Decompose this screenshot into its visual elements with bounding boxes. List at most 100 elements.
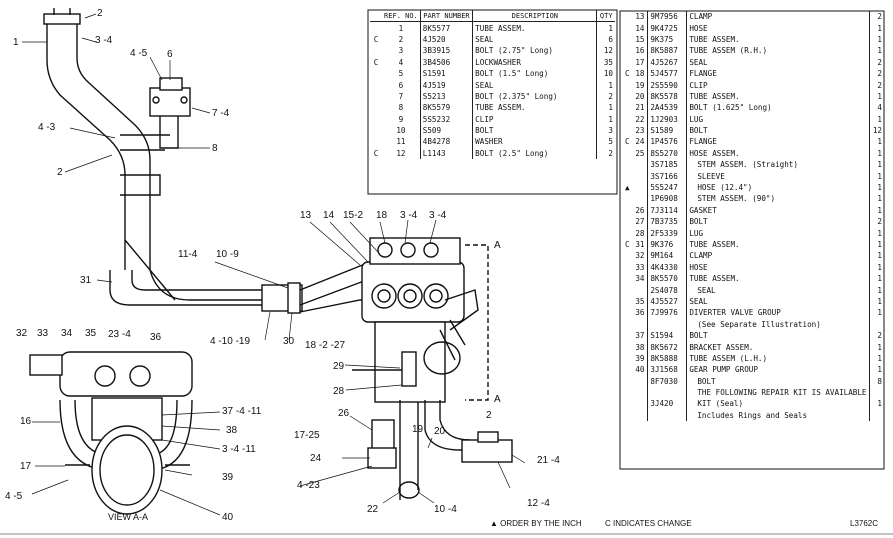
quantity: 2 [608,148,613,158]
table-row: (See Separate Illustration) [622,318,884,330]
part-description: STEM ASSEM. (Straight) [686,159,870,171]
part-description: FLANGE [686,67,870,80]
callout-label: 18 -2 -27 [305,340,346,351]
part-description: KIT (Seal) [686,398,870,410]
ref-number: 38 [632,341,649,353]
quantity: 2 [877,69,882,79]
callout-label: 22 [367,504,379,515]
change-marker [622,11,632,22]
ref-number: 27 [632,216,649,228]
callout-label: 7 -4 [212,108,230,119]
change-marker [370,22,382,34]
part-description: TUBE ASSEM (L.H.) [686,352,870,365]
callout-label: 34 [61,328,73,339]
ref-number: 10 [382,124,421,137]
part-description: BOLT [686,124,870,137]
tube-assembly-1 [43,8,161,270]
quantity: 1 [877,342,882,352]
ref-number: 6 [382,79,421,91]
change-indicator-note: C INDICATES CHANGE [605,519,692,528]
callout-label: 38 [226,425,238,436]
ref-number: 8 [382,102,421,114]
ref-number: 5 [382,67,421,80]
part-number: 9K375 [647,33,688,46]
part-number: 9K4725 [647,22,688,34]
quantity: 1 [877,365,882,375]
change-marker [622,193,632,204]
ref-number: 40 [632,364,649,376]
part-number: 1P6908 [647,193,688,205]
callout-label: 3 -4 [400,210,418,221]
part-description: TUBE ASSEM. [472,102,598,114]
ref-number: 21 [632,102,649,114]
callout-label: 12 -4 [527,498,550,509]
callout-label: 8 [212,143,218,154]
change-marker [622,387,632,398]
change-marker [622,262,632,273]
part-description: GEAR PUMP GROUP [686,364,870,376]
part-number: 4K4330 [647,261,688,273]
callout-label: 32 [16,328,28,339]
part-description: HOSE (12.4") [686,181,870,194]
change-marker [622,216,632,227]
callout-label: 40 [222,512,234,523]
ref-number: 18 [632,67,649,80]
change-marker [622,79,632,90]
change-marker [622,284,632,295]
quantity: 1 [608,103,613,113]
view-a-a-label: VIEW A-A [108,512,149,522]
ref-number: 2 [382,33,421,46]
callout-label: 3 -4 -11 [222,444,256,455]
change-marker: C [624,137,630,147]
part-description: LOCKWASHER [472,56,598,68]
change-marker [622,170,632,181]
part-number: 3J420 [647,398,688,410]
ref-number: 32 [632,250,649,262]
quantity: 35 [603,57,613,67]
quantity: 1 [877,148,882,158]
quantity: 2 [877,217,882,227]
change-marker: C [624,69,630,79]
part-description: FLANGE [686,136,870,148]
part-number: 5J4577 [647,67,688,80]
part-number: 4J5267 [647,56,688,68]
ref-number: 9 [382,113,421,125]
part-number: 5S5247 [647,181,688,194]
quantity: 5 [608,137,613,147]
callout-label: 3 -4 [95,35,113,46]
part-number [647,409,688,422]
quantity: 6 [608,34,613,44]
quantity: 2 [877,57,882,67]
ref-number: 24 [632,136,649,148]
ref-number: 33 [632,261,649,273]
change-marker [622,125,632,136]
change-marker [622,376,632,387]
ref-number: 16 [632,45,649,57]
part-number: 3B4506 [420,56,474,68]
part-number: 2S5590 [647,79,688,91]
part-description: THE FOLLOWING REPAIR KIT IS AVAILABLE [686,386,870,399]
part-description: SLEEVE [686,170,870,182]
part-number: 3B3915 [420,45,474,57]
part-description: CLAMP [686,250,870,262]
change-marker [622,159,632,170]
part-number: 8K5888 [647,352,688,365]
change-marker: C [373,148,379,158]
part-number: 8K5570 [647,272,688,285]
part-description: LUG [686,227,870,239]
